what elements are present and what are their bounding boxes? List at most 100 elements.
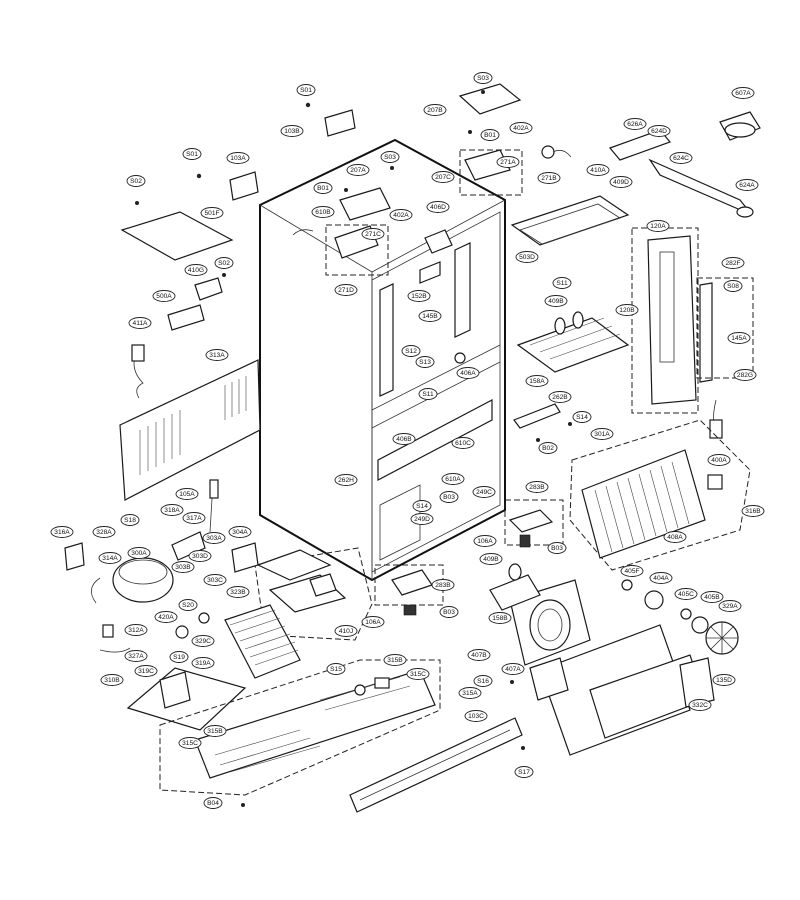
callout-oval (525, 481, 549, 493)
callout-label: 409B (483, 556, 499, 563)
callout-label: 319C (138, 668, 154, 675)
callout-oval (126, 175, 146, 187)
control-cover-parts (120, 201, 234, 399)
callout-label: 103B (284, 128, 300, 135)
callout-oval (205, 349, 229, 361)
callout-label: 405B (704, 594, 720, 601)
callout-s18: S18 (120, 514, 140, 526)
callout-300a: 300A (127, 547, 151, 559)
callout-oval (127, 547, 151, 559)
callout-label: 406B (396, 436, 412, 443)
callout-501f: 501F (200, 207, 224, 219)
callout-106a: 106A (361, 616, 385, 628)
callout-oval (334, 474, 358, 486)
callout-oval (392, 433, 416, 445)
callout-oval (620, 565, 644, 577)
callout-label: 332C (692, 702, 708, 709)
callout-b03: B03 (547, 542, 567, 554)
callout-label: 409B (548, 298, 564, 305)
callout-s11: S11 (418, 388, 438, 400)
callout-oval (200, 207, 224, 219)
callout-b01: B01 (313, 182, 333, 194)
callout-405f: 405F (620, 565, 644, 577)
callout-500a: 500A (152, 290, 176, 302)
callout-328a: 328A (92, 526, 116, 538)
callout-label: 327A (128, 653, 144, 660)
callout-103c: 103C (464, 710, 488, 722)
callout-249d: 249D (410, 513, 434, 525)
callout-label: S15 (330, 666, 342, 673)
callout-oval (191, 635, 215, 647)
callout-label: 315A (462, 690, 478, 697)
callout-404a: 404A (649, 572, 673, 584)
callout-label: 400A (711, 457, 727, 464)
callout-label: 262B (552, 394, 568, 401)
callout-label: 316B (745, 508, 761, 515)
callout-oval (451, 437, 475, 449)
callout-label: 610C (455, 440, 471, 447)
callout-316a: 316A (50, 526, 74, 538)
callout-s03: S03 (473, 72, 493, 84)
callout-310b: 310B (100, 674, 124, 686)
callout-label: 405F (624, 568, 639, 575)
callout-label: 406D (430, 204, 446, 211)
callout-oval (191, 657, 215, 669)
callout-610c: 610C (451, 437, 475, 449)
callout-label: S13 (419, 359, 431, 366)
right-duct (631, 227, 754, 439)
callout-label: 313A (209, 352, 225, 359)
callout-315c: 315C (406, 668, 430, 680)
callout-319a: 319A (191, 657, 215, 669)
callout-oval (572, 411, 592, 423)
callout-oval (334, 625, 358, 637)
callout-oval (646, 220, 670, 232)
callout-label: 410J (339, 628, 353, 635)
callout-label: S14 (416, 503, 428, 510)
callout-626a: 626A (623, 118, 647, 130)
callout-label: 249D (414, 516, 430, 523)
callout-304a: 304A (228, 526, 252, 538)
callout-105a: 105A (175, 488, 199, 500)
callout-s01: S01 (296, 84, 316, 96)
callout-408a: 408A (663, 531, 687, 543)
callout-s17: S17 (514, 766, 534, 778)
callout-207a: 207A (346, 164, 370, 176)
callout-oval (552, 277, 572, 289)
callout-label: 271D (338, 287, 354, 294)
callout-329c: 329C (191, 635, 215, 647)
callout-label: B03 (443, 609, 455, 616)
callout-label: S02 (130, 178, 142, 185)
callout-283b: 283B (431, 579, 455, 591)
callout-oval (203, 797, 223, 809)
callout-oval (723, 280, 743, 292)
callout-label: S18 (124, 517, 136, 524)
shelf (516, 311, 630, 373)
callout-oval (647, 125, 671, 137)
callout-label: 315C (410, 671, 426, 678)
callout-303b: 303B (171, 561, 195, 573)
callout-oval (203, 725, 227, 737)
callout-s16: S16 (473, 675, 493, 687)
callout-label: 207C (435, 174, 451, 181)
callout-oval (700, 591, 724, 603)
callout-label: S20 (182, 602, 194, 609)
callout-oval (407, 290, 431, 302)
callout-420a: 420A (154, 611, 178, 623)
callout-271c: 271C (361, 228, 385, 240)
callout-label: 402A (513, 125, 529, 132)
callout-oval (707, 454, 731, 466)
callout-label: 404A (653, 575, 669, 582)
callout-oval (182, 512, 206, 524)
callout-oval (412, 500, 432, 512)
callout-410g: 410G (184, 264, 208, 276)
callout-409d: 409D (609, 176, 633, 188)
callout-label: 624D (651, 128, 667, 135)
callout-262h: 262H (334, 474, 358, 486)
callout-oval (525, 375, 549, 387)
callout-label: 301A (594, 431, 610, 438)
callout-oval (674, 588, 698, 600)
callout-label: 503D (519, 254, 535, 261)
bracket-262b (513, 403, 572, 442)
callout-label: 135D (716, 677, 732, 684)
